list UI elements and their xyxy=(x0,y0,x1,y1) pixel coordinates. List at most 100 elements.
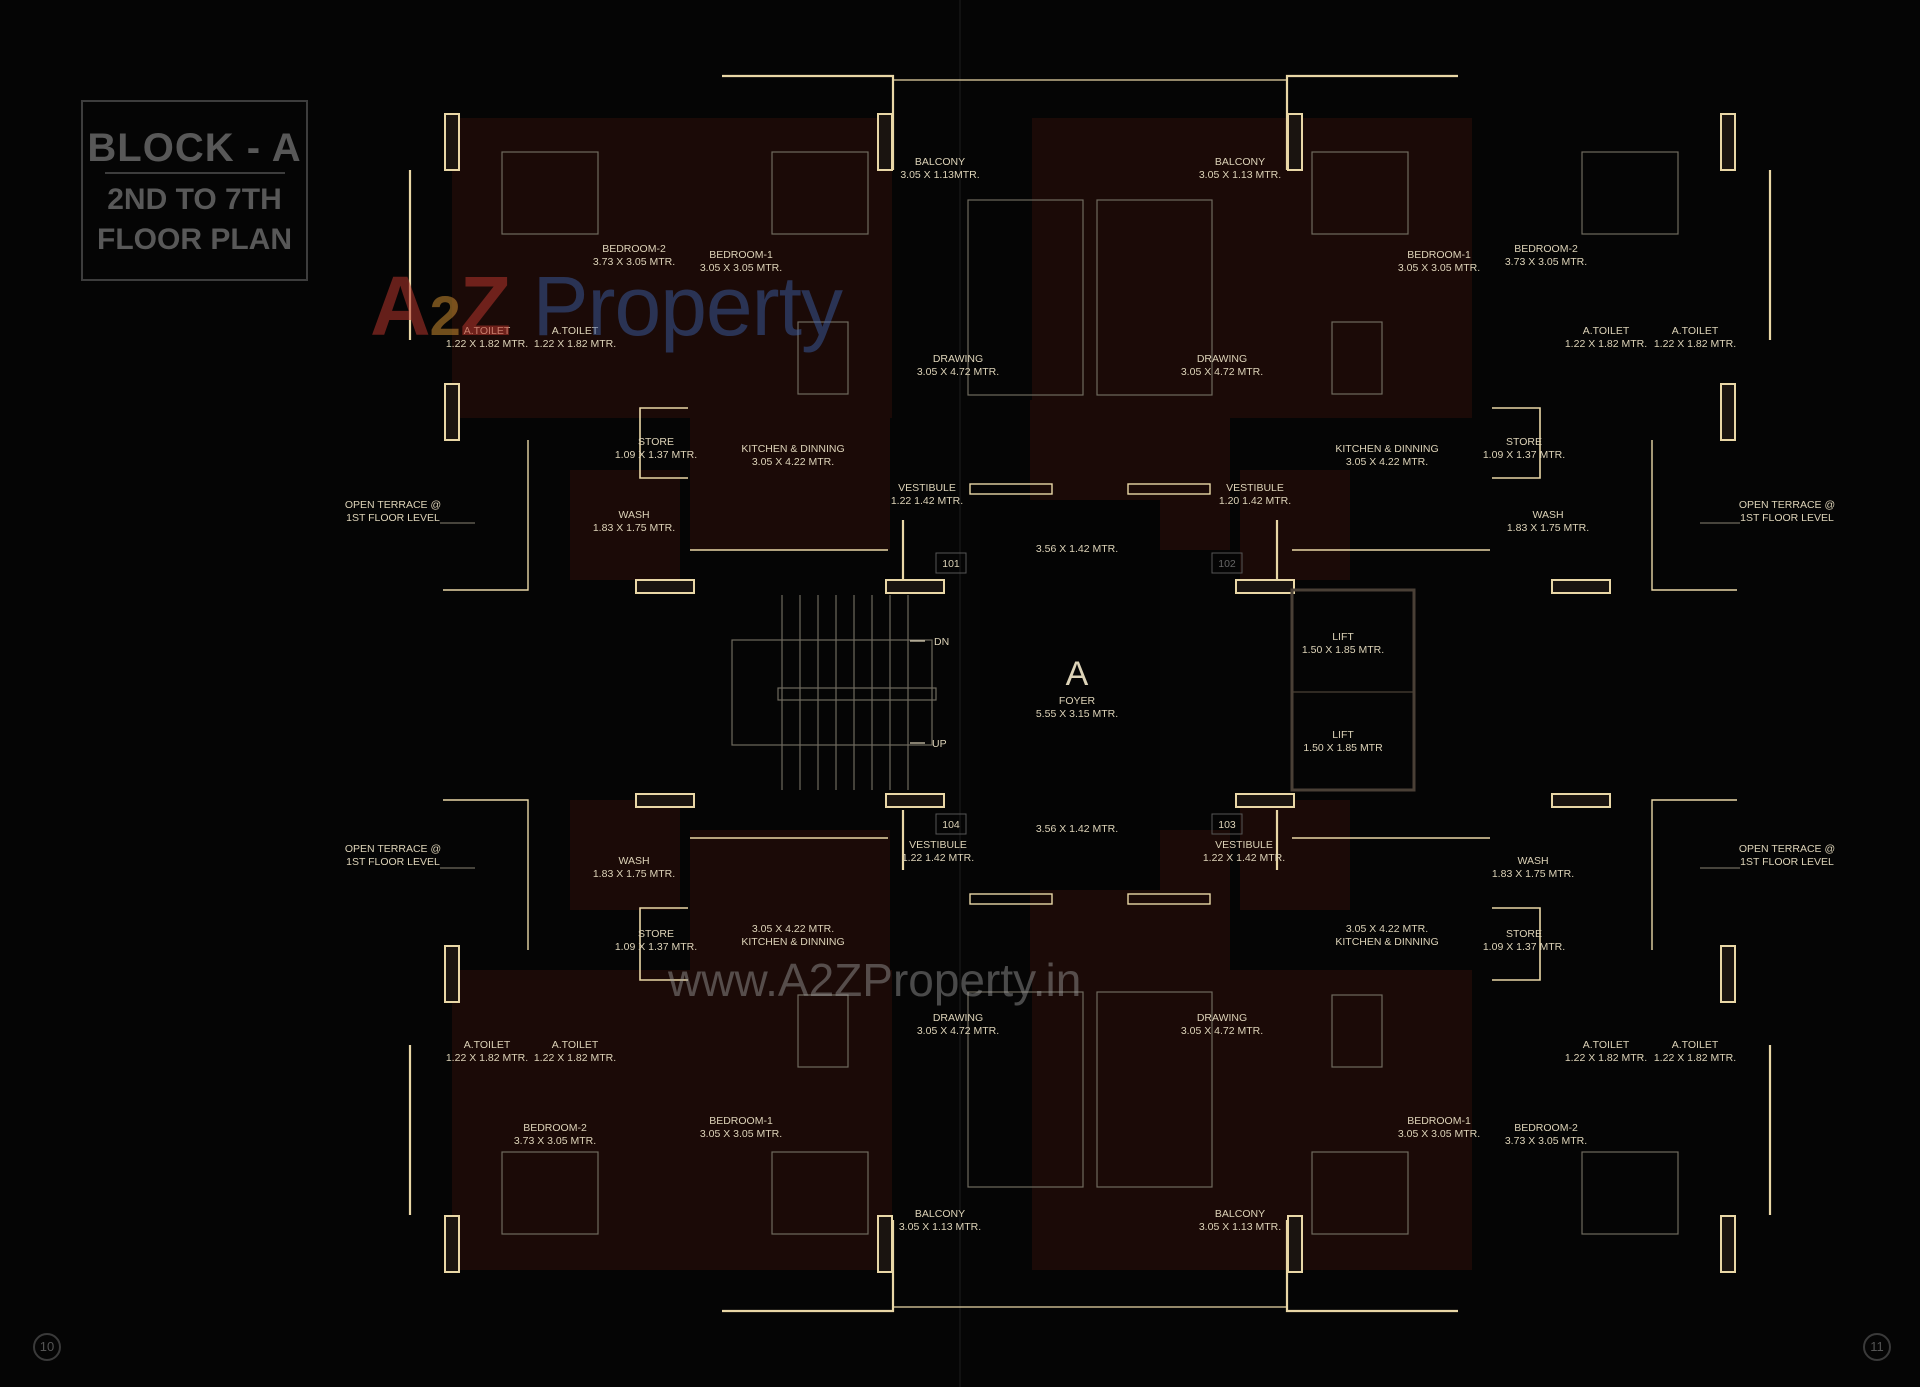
lift2-label: LIFT xyxy=(1332,729,1354,741)
logo-word-property: Property xyxy=(532,259,842,353)
unit-number-boxes xyxy=(935,552,1243,835)
terrace-label-2: 1ST FLOOR LEVEL xyxy=(346,512,440,524)
drawing-size: 3.05 X 4.72 MTR. xyxy=(917,366,999,378)
unit-number: 103 xyxy=(1218,819,1236,831)
terrace-label-2: 1ST FLOOR LEVEL xyxy=(1740,856,1834,868)
drawing-label: DRAWING xyxy=(933,1012,983,1024)
wash-label: WASH xyxy=(1517,855,1548,867)
toilet-a-label: A.TOILET xyxy=(464,1039,511,1051)
drawing-label: DRAWING xyxy=(1197,353,1247,365)
lift1-size: 1.50 X 1.85 MTR. xyxy=(1302,644,1384,656)
vestibule-size: 1.20 1.42 MTR. xyxy=(1219,495,1291,507)
toilet-a-size: 1.22 X 1.82 MTR. xyxy=(446,1052,528,1064)
store-label: STORE xyxy=(1506,928,1542,940)
stair-up-label: UP xyxy=(932,738,947,750)
unit-number: 101 xyxy=(942,558,960,570)
lobby-bottom-size: 3.56 X 1.42 MTR. xyxy=(1036,823,1118,835)
bedroom2-label: BEDROOM-2 xyxy=(523,1122,587,1134)
drawing-size: 3.05 X 4.72 MTR. xyxy=(1181,1025,1263,1037)
bedroom1-label: BEDROOM-1 xyxy=(1407,1115,1471,1127)
balcony-size: 3.05 X 1.13MTR. xyxy=(900,169,979,181)
toilet-a-label: A.TOILET xyxy=(1583,325,1630,337)
toilet-b-label: A.TOILET xyxy=(552,325,599,337)
balcony-label: BALCONY xyxy=(915,156,965,168)
store-size: 1.09 X 1.37 MTR. xyxy=(615,941,697,953)
toilet-b-label: A.TOILET xyxy=(1672,325,1719,337)
toilet-b-label: A.TOILET xyxy=(552,1039,599,1051)
block-letter: A xyxy=(1066,655,1089,693)
terrace-label-1: OPEN TERRACE @ xyxy=(345,843,441,855)
page-number-right: 11 xyxy=(1863,1333,1891,1361)
room-fills xyxy=(452,118,1472,1270)
vestibule-size: 1.22 1.42 MTR. xyxy=(891,495,963,507)
toilet-b-label: A.TOILET xyxy=(1672,1039,1719,1051)
bedroom2-size: 3.73 X 3.05 MTR. xyxy=(593,256,675,268)
title-divider xyxy=(104,172,285,174)
unit-bottom-left-labels: BALCONY 3.05 X 1.13 MTR. BEDROOM-2 3.73 … xyxy=(345,819,999,1233)
bedroom1-label: BEDROOM-1 xyxy=(709,249,773,261)
wash-size: 1.83 X 1.75 MTR. xyxy=(1492,868,1574,880)
bedroom1-size: 3.05 X 3.05 MTR. xyxy=(1398,1128,1480,1140)
bedroom1-label: BEDROOM-1 xyxy=(1407,249,1471,261)
balcony-size: 3.05 X 1.13 MTR. xyxy=(899,1221,981,1233)
toilet-a-size: 1.22 X 1.82 MTR. xyxy=(1565,1052,1647,1064)
unit-top-right-labels: BALCONY 3.05 X 1.13 MTR. BEDROOM-2 3.73 … xyxy=(1181,156,1835,570)
terrace-label-2: 1ST FLOOR LEVEL xyxy=(1740,512,1834,524)
toilet-b-size: 1.22 X 1.82 MTR. xyxy=(534,338,616,350)
unit-number: 102 xyxy=(1218,558,1236,570)
balcony-size: 3.05 X 1.13 MTR. xyxy=(1199,169,1281,181)
vestibule-label: VESTIBULE xyxy=(1215,839,1273,851)
balcony-label: BALCONY xyxy=(1215,1208,1265,1220)
logo-digit-2: 2 xyxy=(429,284,461,347)
bedroom2-size: 3.73 X 3.05 MTR. xyxy=(1505,256,1587,268)
terrace-label-1: OPEN TERRACE @ xyxy=(345,499,441,511)
balcony-label: BALCONY xyxy=(1215,156,1265,168)
logo-watermark: A2Z Property xyxy=(370,258,843,355)
store-size: 1.09 X 1.37 MTR. xyxy=(1483,941,1565,953)
drawing-size: 3.05 X 4.72 MTR. xyxy=(1181,366,1263,378)
url-watermark: www.A2ZProperty.in xyxy=(668,954,1082,1006)
drawing-label: DRAWING xyxy=(1197,1012,1247,1024)
store-size: 1.09 X 1.37 MTR. xyxy=(1483,449,1565,461)
kitchen-label: KITCHEN & DINNING xyxy=(1335,936,1438,948)
windows xyxy=(444,113,1736,1273)
bedroom2-label: BEDROOM-2 xyxy=(602,243,666,255)
logo-letter-z: Z xyxy=(459,259,511,353)
core-labels: 3.56 X 1.42 MTR. 3.56 X 1.42 MTR. A FOYE… xyxy=(932,543,1384,835)
drawing-label: DRAWING xyxy=(933,353,983,365)
toilet-a-label: A.TOILET xyxy=(464,325,511,337)
wash-label: WASH xyxy=(618,855,649,867)
store-label: STORE xyxy=(638,436,674,448)
terrace-label-1: OPEN TERRACE @ xyxy=(1739,843,1835,855)
page-number-left: 10 xyxy=(33,1333,61,1361)
stair-down-label: DN xyxy=(934,636,949,648)
kitchen-label: KITCHEN & DINNING xyxy=(741,443,844,455)
wash-label: WASH xyxy=(618,509,649,521)
kitchen-size: 3.05 X 4.22 MTR. xyxy=(1346,456,1428,468)
kitchen-size: 3.05 X 4.22 MTR. xyxy=(752,456,834,468)
kitchen-size: 3.05 X 4.22 MTR. xyxy=(1346,923,1428,935)
plan-title-floors: 2ND TO 7TH xyxy=(107,183,282,216)
bedroom2-size: 3.73 X 3.05 MTR. xyxy=(1505,1135,1587,1147)
kitchen-size: 3.05 X 4.22 MTR. xyxy=(752,923,834,935)
furniture xyxy=(440,151,1740,1235)
terrace-label-1: OPEN TERRACE @ xyxy=(1739,499,1835,511)
logo-letter-a: A xyxy=(370,259,431,353)
bedroom2-size: 3.73 X 3.05 MTR. xyxy=(514,1135,596,1147)
store-label: STORE xyxy=(1506,436,1542,448)
wash-label: WASH xyxy=(1532,509,1563,521)
toilet-a-label: A.TOILET xyxy=(1583,1039,1630,1051)
balcony-label: BALCONY xyxy=(915,1208,965,1220)
drawing-size: 3.05 X 4.72 MTR. xyxy=(917,1025,999,1037)
unit-top-left-labels: BALCONY 3.05 X 1.13MTR. BEDROOM-2 3.73 X… xyxy=(345,156,999,570)
unit-bottom-right-labels: BALCONY 3.05 X 1.13 MTR. BEDROOM-2 3.73 … xyxy=(1181,819,1835,1233)
wash-size: 1.83 X 1.75 MTR. xyxy=(593,522,675,534)
lobby-top-size: 3.56 X 1.42 MTR. xyxy=(1036,543,1118,555)
balcony-size: 3.05 X 1.13 MTR. xyxy=(1199,1221,1281,1233)
kitchen-label: KITCHEN & DINNING xyxy=(741,936,844,948)
toilet-b-size: 1.22 X 1.82 MTR. xyxy=(534,1052,616,1064)
vestibule-label: VESTIBULE xyxy=(1226,482,1284,494)
plan-title-type: FLOOR PLAN xyxy=(97,223,292,256)
store-size: 1.09 X 1.37 MTR. xyxy=(615,449,697,461)
